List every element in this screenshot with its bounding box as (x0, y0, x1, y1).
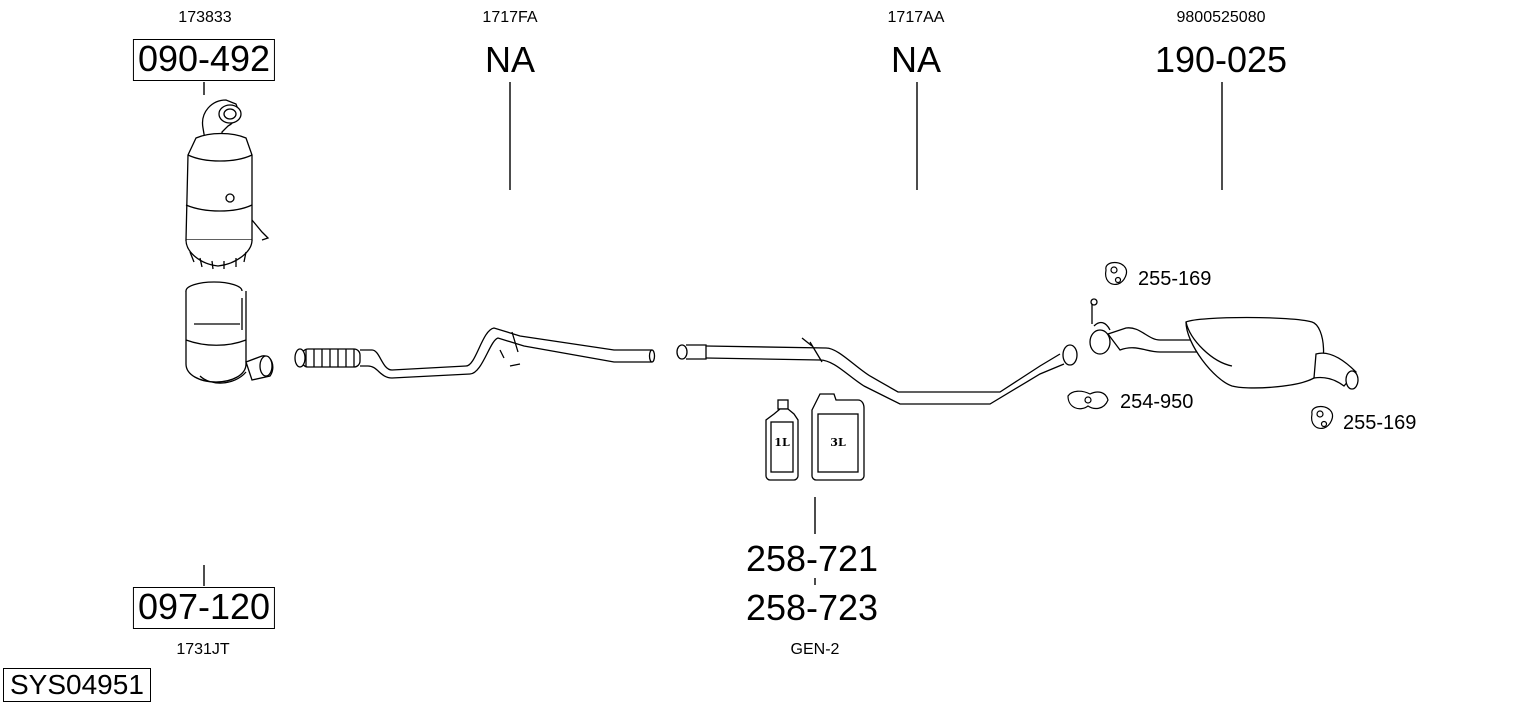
oem-code: 1717FA (482, 9, 538, 26)
dpf-drawing (185, 281, 274, 384)
hardware-part-number[interactable]: 255-169 (1138, 268, 1212, 290)
part-number[interactable]: NA (484, 39, 536, 80)
part-number-box[interactable]: 090-492 (132, 39, 276, 81)
part-number-box[interactable]: 097-120 (132, 587, 276, 629)
rubber-mount-icon (1105, 261, 1128, 285)
part-number[interactable]: 258-721 (745, 538, 879, 579)
oem-code: 1717AA (887, 9, 945, 26)
system-code-box: SYS04951 (3, 668, 151, 703)
oem-code: 9800525080 (1176, 9, 1266, 26)
hardware-part-number[interactable]: 255-169 (1343, 412, 1417, 434)
rear-silencer-drawing (1089, 298, 1359, 390)
part-number[interactable]: NA (890, 39, 942, 80)
hardware-part-number[interactable]: 254-950 (1120, 391, 1194, 413)
fluid-canister-icon (811, 393, 865, 481)
part-number[interactable]: 190-025 (1154, 39, 1288, 80)
front-pipe-drawing (294, 327, 656, 379)
rubber-mount-icon (1311, 405, 1334, 429)
oem-code: GEN-2 (790, 641, 840, 658)
oem-code: 1731JT (176, 641, 230, 658)
fluid-size-label: 3L (830, 436, 846, 449)
centre-pipe-drawing (676, 337, 1078, 405)
fluid-bottle-icon (765, 399, 799, 481)
part-number[interactable]: 258-723 (745, 587, 879, 628)
catalytic-converter-drawing (185, 99, 270, 270)
oem-code: 173833 (178, 9, 232, 26)
fluid-size-label: 1L (774, 436, 790, 449)
clamp-icon (1067, 390, 1109, 410)
